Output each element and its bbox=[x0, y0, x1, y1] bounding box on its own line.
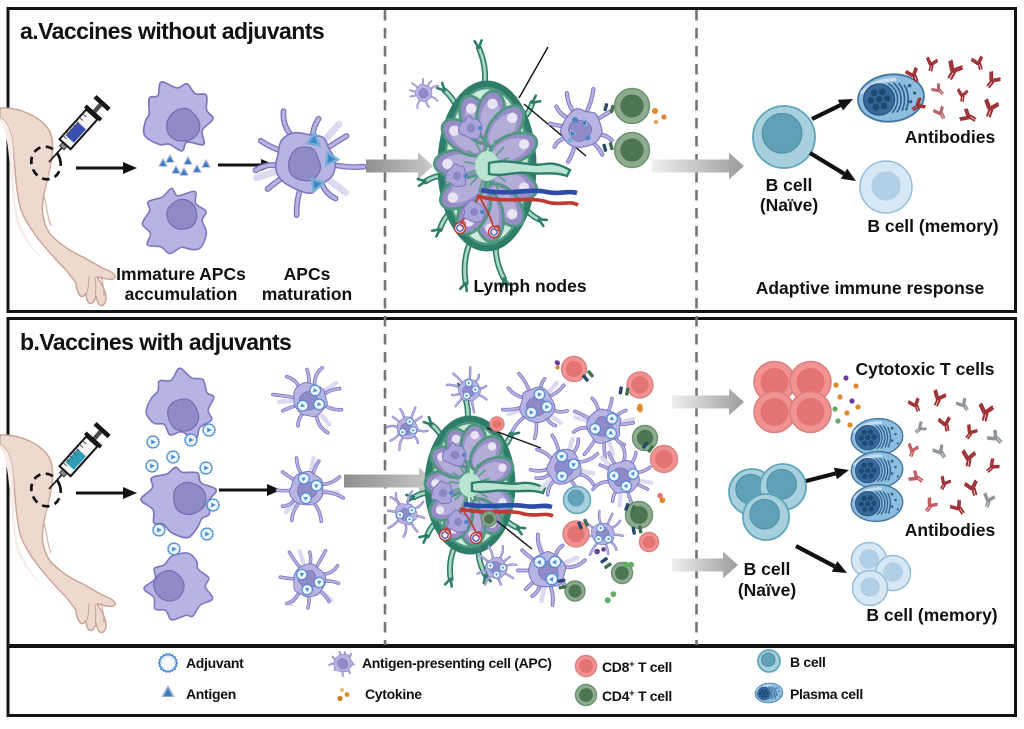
svg-text:B cell (memory): B cell (memory) bbox=[866, 605, 997, 625]
svg-text:B cell: B cell bbox=[766, 175, 813, 195]
svg-text:Plasma cell: Plasma cell bbox=[790, 686, 863, 702]
svg-text:b.Vaccines with adjuvants: b.Vaccines with adjuvants bbox=[20, 329, 291, 355]
svg-text:Antigen: Antigen bbox=[186, 686, 236, 702]
svg-text:a.Vaccines without adjuvants: a.Vaccines without adjuvants bbox=[20, 18, 324, 44]
svg-text:Immature APCs: Immature APCs bbox=[116, 264, 246, 284]
svg-text:(Naïve): (Naïve) bbox=[760, 195, 818, 215]
svg-text:accumulation: accumulation bbox=[125, 284, 238, 304]
svg-text:Antibodies: Antibodies bbox=[905, 127, 996, 147]
svg-text:CD8+ T cell: CD8+ T cell bbox=[602, 659, 672, 675]
svg-text:Adjuvant: Adjuvant bbox=[186, 655, 244, 671]
svg-text:CD4+ T cell: CD4+ T cell bbox=[602, 688, 672, 704]
svg-text:Cytotoxic T cells: Cytotoxic T cells bbox=[855, 359, 994, 379]
svg-text:APCs: APCs bbox=[284, 264, 331, 284]
svg-text:Lymph nodes: Lymph nodes bbox=[473, 276, 586, 296]
svg-text:maturation: maturation bbox=[262, 284, 352, 304]
svg-text:Cytokine: Cytokine bbox=[365, 686, 422, 702]
svg-text:B cell: B cell bbox=[744, 559, 791, 579]
svg-text:(Naïve): (Naïve) bbox=[738, 580, 796, 600]
svg-text:Antigen-presenting cell (APC): Antigen-presenting cell (APC) bbox=[362, 655, 552, 671]
svg-text:Antibodies: Antibodies bbox=[905, 520, 996, 540]
svg-text:Adaptive immune response: Adaptive immune response bbox=[756, 278, 985, 298]
svg-text:B cell (memory): B cell (memory) bbox=[867, 216, 998, 236]
svg-text:B cell: B cell bbox=[790, 654, 826, 670]
